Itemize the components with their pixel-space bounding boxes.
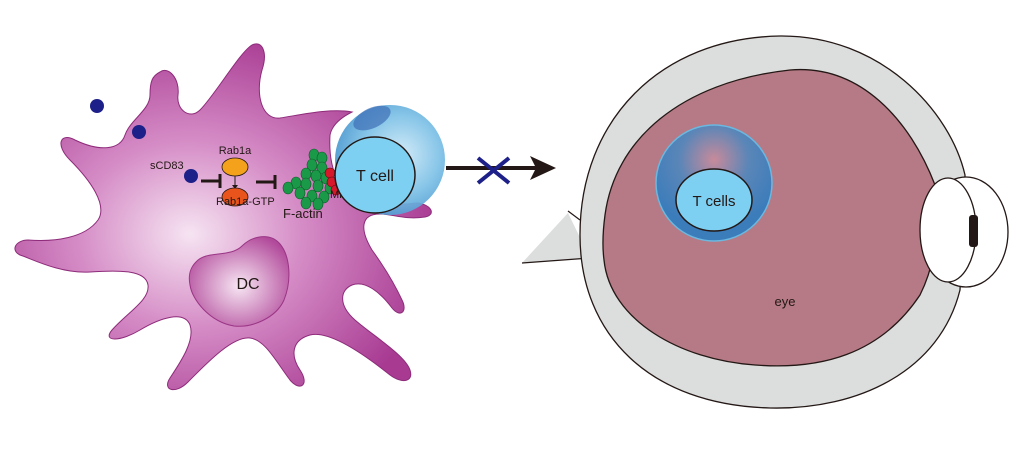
scd83-label: sCD83 [150,160,184,172]
eye: T cells eye [521,35,1009,409]
t-cell-nucleus [334,136,416,214]
t-cell-label: T cell [356,168,394,185]
activation-arrowhead [232,185,238,189]
t-cell-overlap [353,105,391,131]
dc-label: DC [236,276,259,293]
inhibition-arrow-rab1a-factin [256,175,277,189]
rab1a-molecule [221,157,249,177]
eye-lens [919,177,977,283]
scd83-dot [132,125,146,139]
blocked-x-icon [476,156,511,185]
f-actin-cluster [282,148,336,211]
f-actin-label: F-actin [283,206,323,221]
rab1a-label: Rab1a [219,145,252,157]
scd83-dot [90,99,104,113]
scd83-dot [184,169,198,183]
eye-label: eye [775,294,796,309]
arrowhead-icon [530,156,556,180]
eye-pupil [969,215,978,247]
scd83-molecules [90,99,198,183]
inhibition-arrow-scd83-rab1a [201,174,222,188]
t-cell: T cell [334,105,445,215]
optic-nerve-edge [567,210,581,221]
rab1a-gtp-molecule [221,187,249,207]
dc-nucleus [188,236,290,327]
rab1a-gtp-label: Rab1a-GTP [216,196,275,208]
eye-t-cells [675,168,753,232]
optic-nerve-edge [521,257,591,264]
dendritic-cell: DC [14,43,432,391]
dc-body [14,43,432,391]
eye-t-cells-label: T cells [692,193,735,210]
optic-nerve [522,213,590,263]
